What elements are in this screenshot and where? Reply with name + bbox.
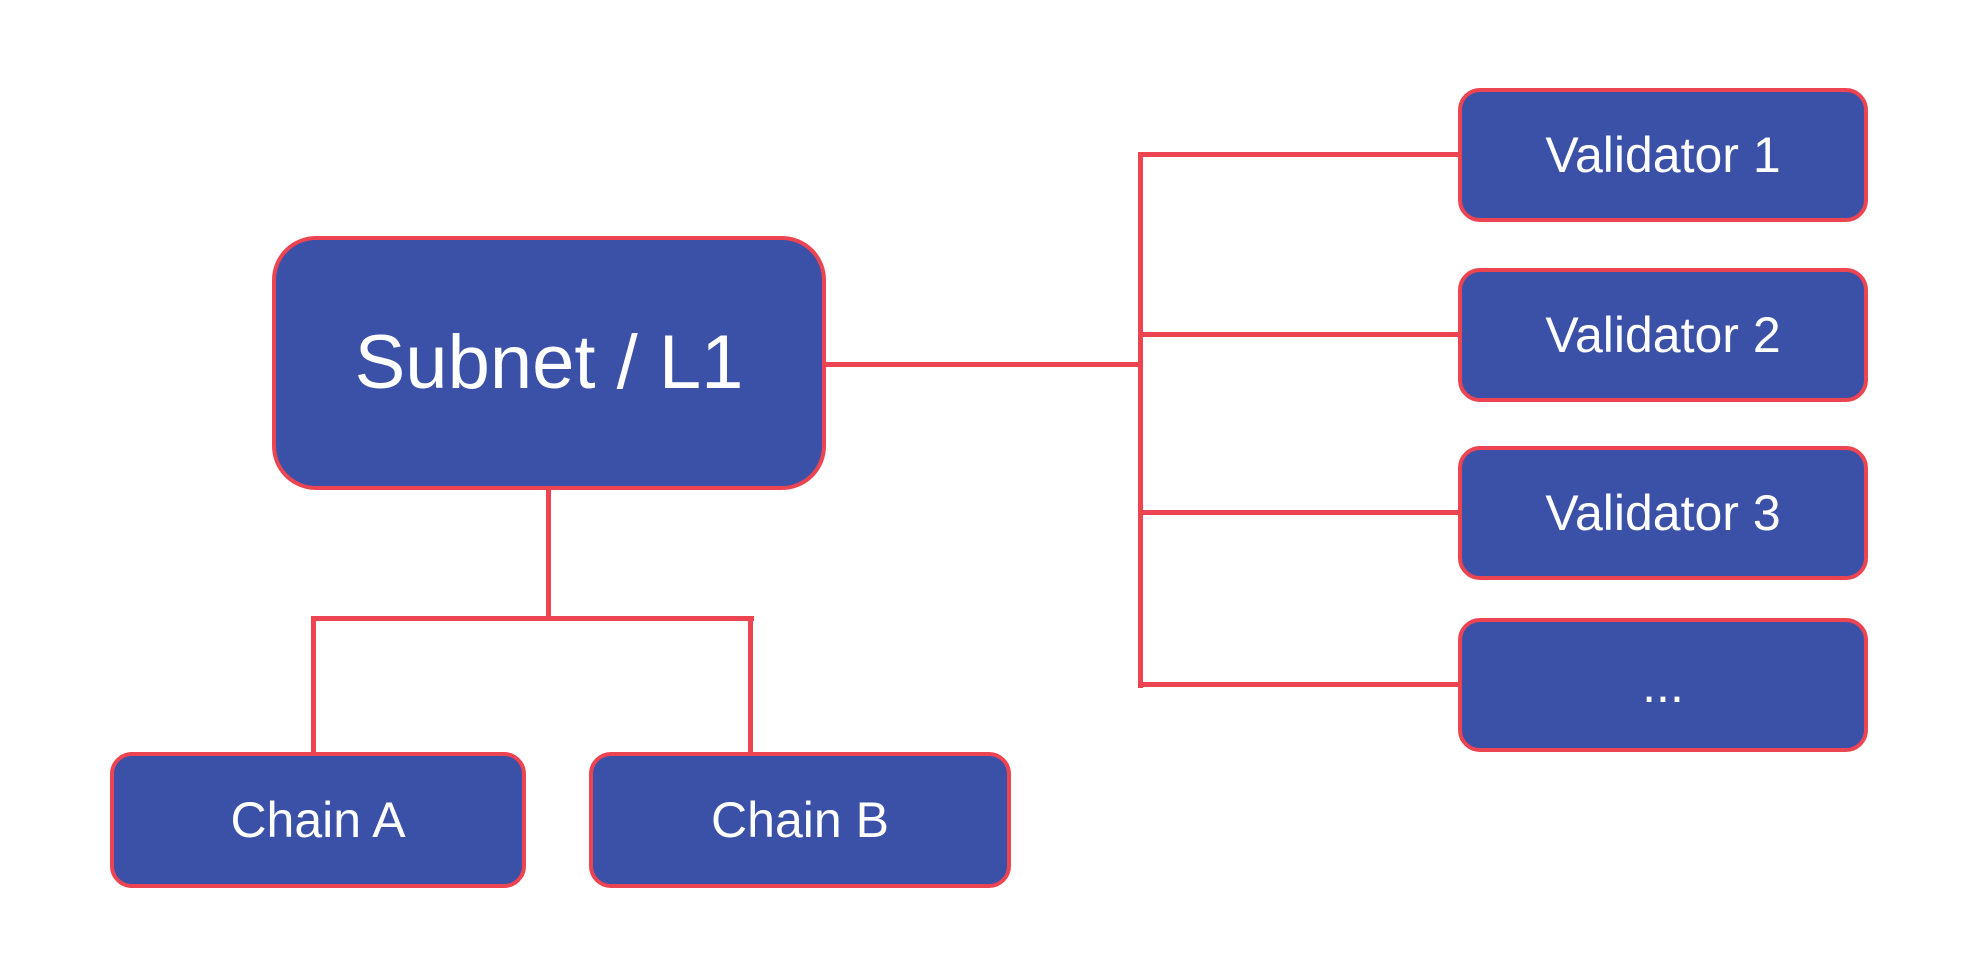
validator-2-label: Validator 2: [1545, 307, 1781, 363]
validator-more-branch-connector: [1140, 682, 1460, 687]
validator-1-node: Validator 1: [1458, 88, 1868, 222]
validator-2-node: Validator 2: [1458, 268, 1868, 402]
chain-a-node: Chain A: [110, 752, 526, 888]
subnet-to-trunk-connector: [824, 362, 1142, 367]
validator-more-node: ...: [1458, 618, 1868, 752]
validator-trunk-connector: [1138, 152, 1143, 688]
validator-1-label: Validator 1: [1545, 127, 1781, 183]
chain-a-drop-connector: [311, 616, 316, 756]
validator-2-branch-connector: [1140, 332, 1460, 337]
chains-branch-connector: [311, 616, 754, 621]
chain-b-node: Chain B: [589, 752, 1011, 888]
validator-3-label: Validator 3: [1545, 485, 1781, 541]
validator-3-branch-connector: [1140, 510, 1460, 515]
subnet-l1-label: Subnet / L1: [354, 320, 744, 405]
validator-1-branch-connector: [1140, 152, 1460, 157]
chain-a-label: Chain A: [230, 792, 406, 848]
chain-b-drop-connector: [748, 616, 753, 756]
validator-3-node: Validator 3: [1458, 446, 1868, 580]
subnet-l1-node: Subnet / L1: [272, 236, 826, 490]
chain-b-label: Chain B: [711, 792, 889, 848]
subnet-to-chains-connector: [546, 488, 551, 621]
validator-more-label: ...: [1642, 657, 1684, 713]
